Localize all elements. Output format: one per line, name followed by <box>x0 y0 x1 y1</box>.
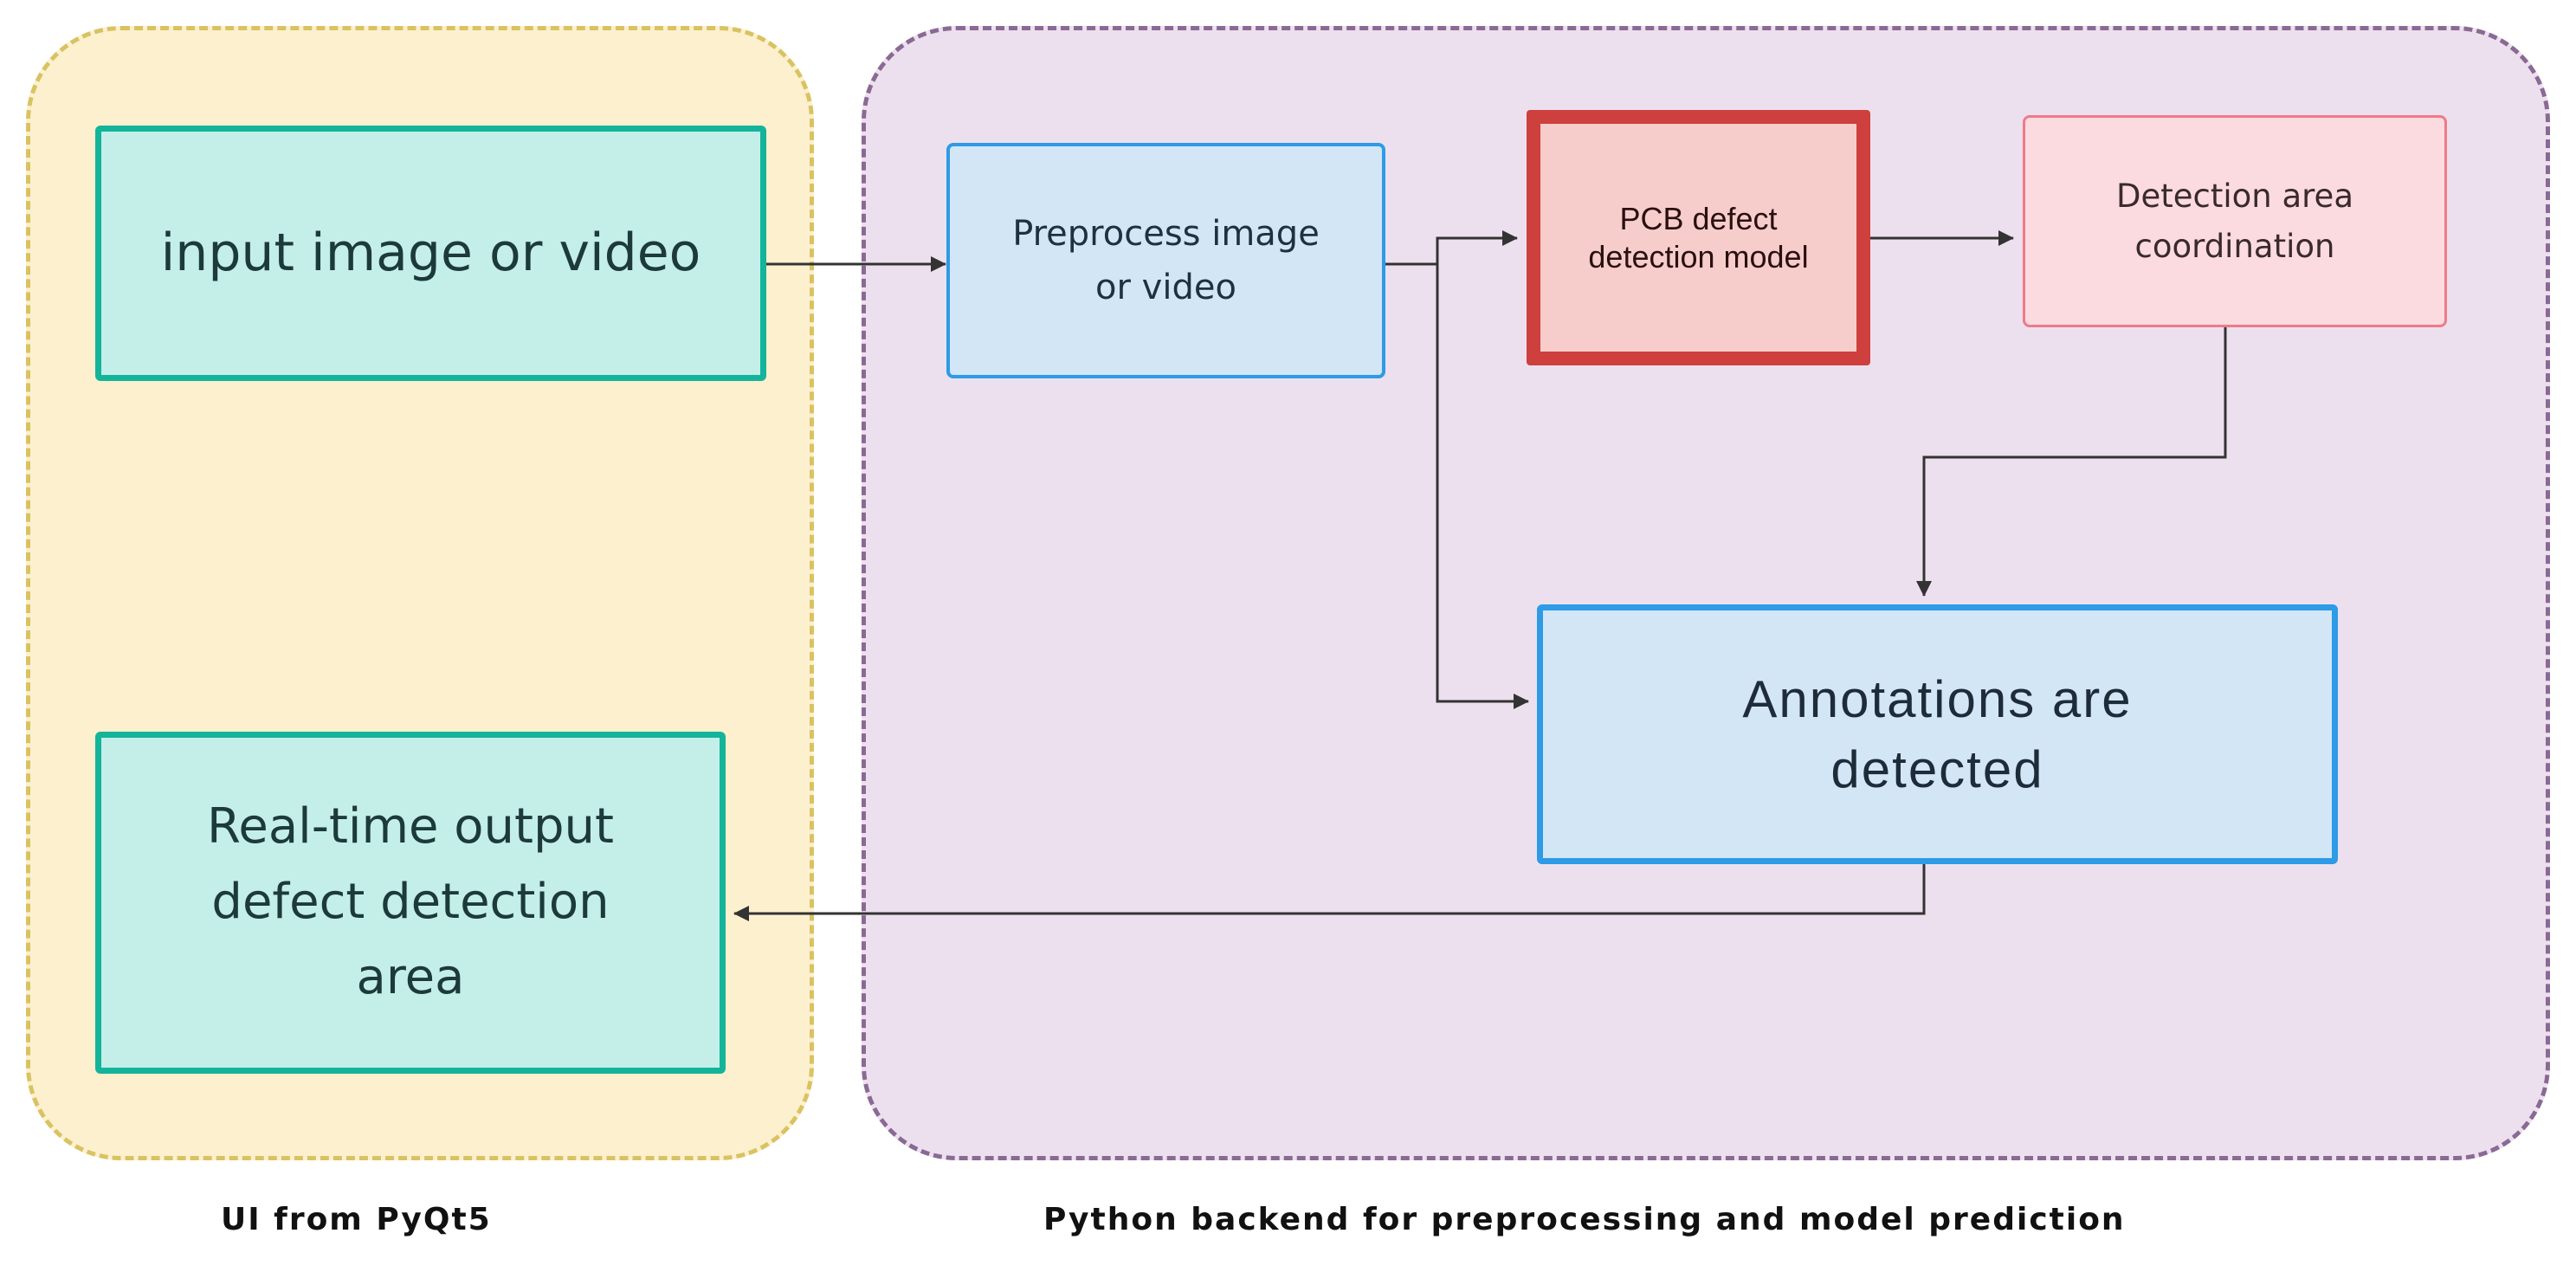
output-node-label: Real-time output defect detection area <box>207 798 614 1005</box>
output-node: Real-time output defect detection area <box>95 732 726 1074</box>
coordination-node-label: Detection area coordination <box>2115 178 2353 265</box>
input-node-label: input image or video <box>160 223 701 283</box>
arrow-coordination-to-annotations <box>1916 325 2227 597</box>
arrow-annotations-to-output <box>733 862 1926 921</box>
backend-region-caption: Python backend for preprocessing and mod… <box>1043 1202 2126 1237</box>
arrow-branch-to-annotations <box>1436 264 1529 709</box>
arrow-preprocess-to-model <box>1385 230 1518 266</box>
coordination-node: Detection area coordination <box>2023 115 2447 327</box>
ui-region-caption: UI from PyQt5 <box>221 1202 492 1237</box>
model-node: PCB defect detection model <box>1527 110 1870 365</box>
annotations-node-label: Annotations are detected <box>1742 670 2133 798</box>
model-node-label: PCB defect detection model <box>1588 201 1809 274</box>
annotations-node: Annotations are detected <box>1537 604 2338 864</box>
input-node: input image or video <box>95 126 766 381</box>
preprocess-node-label: Preprocess image or video <box>1012 214 1320 307</box>
preprocess-node: Preprocess image or video <box>946 143 1385 378</box>
